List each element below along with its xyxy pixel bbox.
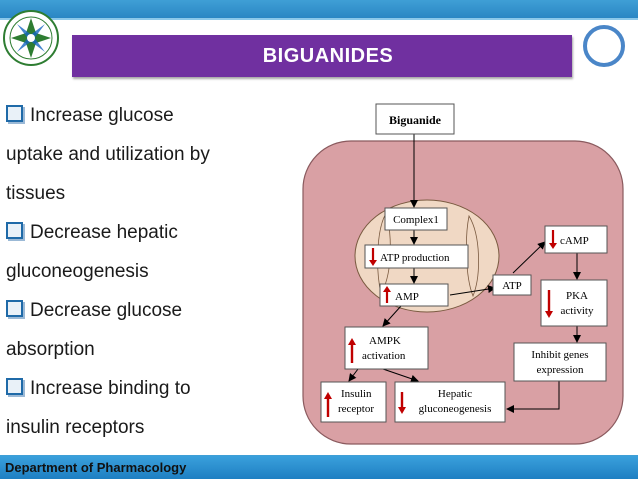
bullet-continuation: insulin receptors (6, 417, 145, 438)
bullet-continuation: gluconeogenesis (6, 261, 149, 282)
box-camp: cAMP (544, 225, 608, 254)
up-arrow-icon (383, 286, 391, 292)
label-inhibit-genes: Inhibit genes (531, 349, 588, 361)
box-hepatic-gluconeogenesis: Hepatic gluconeogenesis (394, 381, 506, 423)
checkbox-bullet-icon (6, 222, 23, 239)
up-arrow-icon (324, 392, 332, 399)
box-biguanide: Biguanide (375, 103, 455, 135)
label-amp: AMP (395, 291, 419, 303)
label-atp: ATP (502, 280, 522, 292)
header-bar (0, 0, 638, 18)
ring-decoration-icon (583, 25, 625, 67)
mechanism-diagram: Biguanide Complex1 ATP production AMP AM… (302, 103, 624, 445)
label-inhibit-expression: expression (536, 364, 584, 376)
box-atp-production: ATP production (364, 244, 469, 269)
box-inhibit-genes: Inhibit genes expression (513, 342, 607, 382)
footer-bar (0, 456, 638, 479)
label-insulin: Insulin (341, 388, 372, 400)
label-biguanide: Biguanide (389, 113, 442, 127)
checkbox-bullet-icon (6, 378, 23, 395)
header-divider (0, 18, 638, 20)
label-pka-activity: activity (561, 305, 594, 317)
arrow-amp-ampk (382, 305, 402, 327)
arrow-atp-camp (512, 241, 546, 274)
bullet-item: Decrease glucose (6, 291, 276, 330)
box-amp: AMP (379, 283, 449, 307)
slide-title-banner: BIGUANIDES (72, 35, 572, 77)
label-insulin-receptor: receptor (338, 403, 374, 415)
down-arrow-icon (369, 260, 377, 266)
arrow-amp-atp-link (449, 285, 496, 296)
bullet-list: Increase glucose uptake and utilization … (6, 96, 276, 447)
box-pka: PKA activity (540, 279, 608, 327)
label-hepatic: Hepatic (438, 388, 472, 400)
box-atp: ATP (492, 274, 532, 296)
down-arrow-icon (545, 311, 553, 318)
down-arrow-icon (398, 407, 406, 414)
arrow-ampk-insulin (348, 368, 359, 382)
arrow-inhibit-hepatic (506, 380, 560, 413)
box-insulin-receptor: Insulin receptor (320, 381, 387, 423)
label-gluconeogenesis: gluconeogenesis (419, 403, 492, 415)
label-ampk-activation: activation (362, 350, 406, 362)
box-complex1: Complex1 (384, 207, 448, 231)
box-ampk: AMPK activation (344, 326, 429, 370)
checkbox-bullet-icon (6, 105, 23, 122)
bullet-item: Increase glucose (6, 96, 276, 135)
bullet-continuation: absorption (6, 339, 95, 360)
down-arrow-icon (549, 243, 557, 249)
bullet-item: Increase binding to (6, 369, 276, 408)
label-complex1: Complex1 (393, 214, 439, 226)
footer-department: Department of Pharmacology (5, 460, 187, 475)
slide-title: BIGUANIDES (262, 44, 394, 67)
label-pka: PKA (566, 290, 588, 302)
label-atp-production: ATP production (380, 252, 450, 264)
footer-divider (0, 455, 638, 456)
label-ampk: AMPK (369, 335, 401, 347)
college-logo-icon (3, 10, 59, 66)
bullet-continuation: tissues (6, 183, 66, 204)
checkbox-bullet-icon (6, 300, 23, 317)
bullet-continuation: uptake and utilization by (6, 144, 210, 165)
arrow-ampk-hepatic (382, 368, 419, 383)
label-camp: cAMP (560, 235, 589, 247)
up-arrow-icon (348, 338, 356, 345)
bullet-item: Decrease hepatic (6, 213, 276, 252)
